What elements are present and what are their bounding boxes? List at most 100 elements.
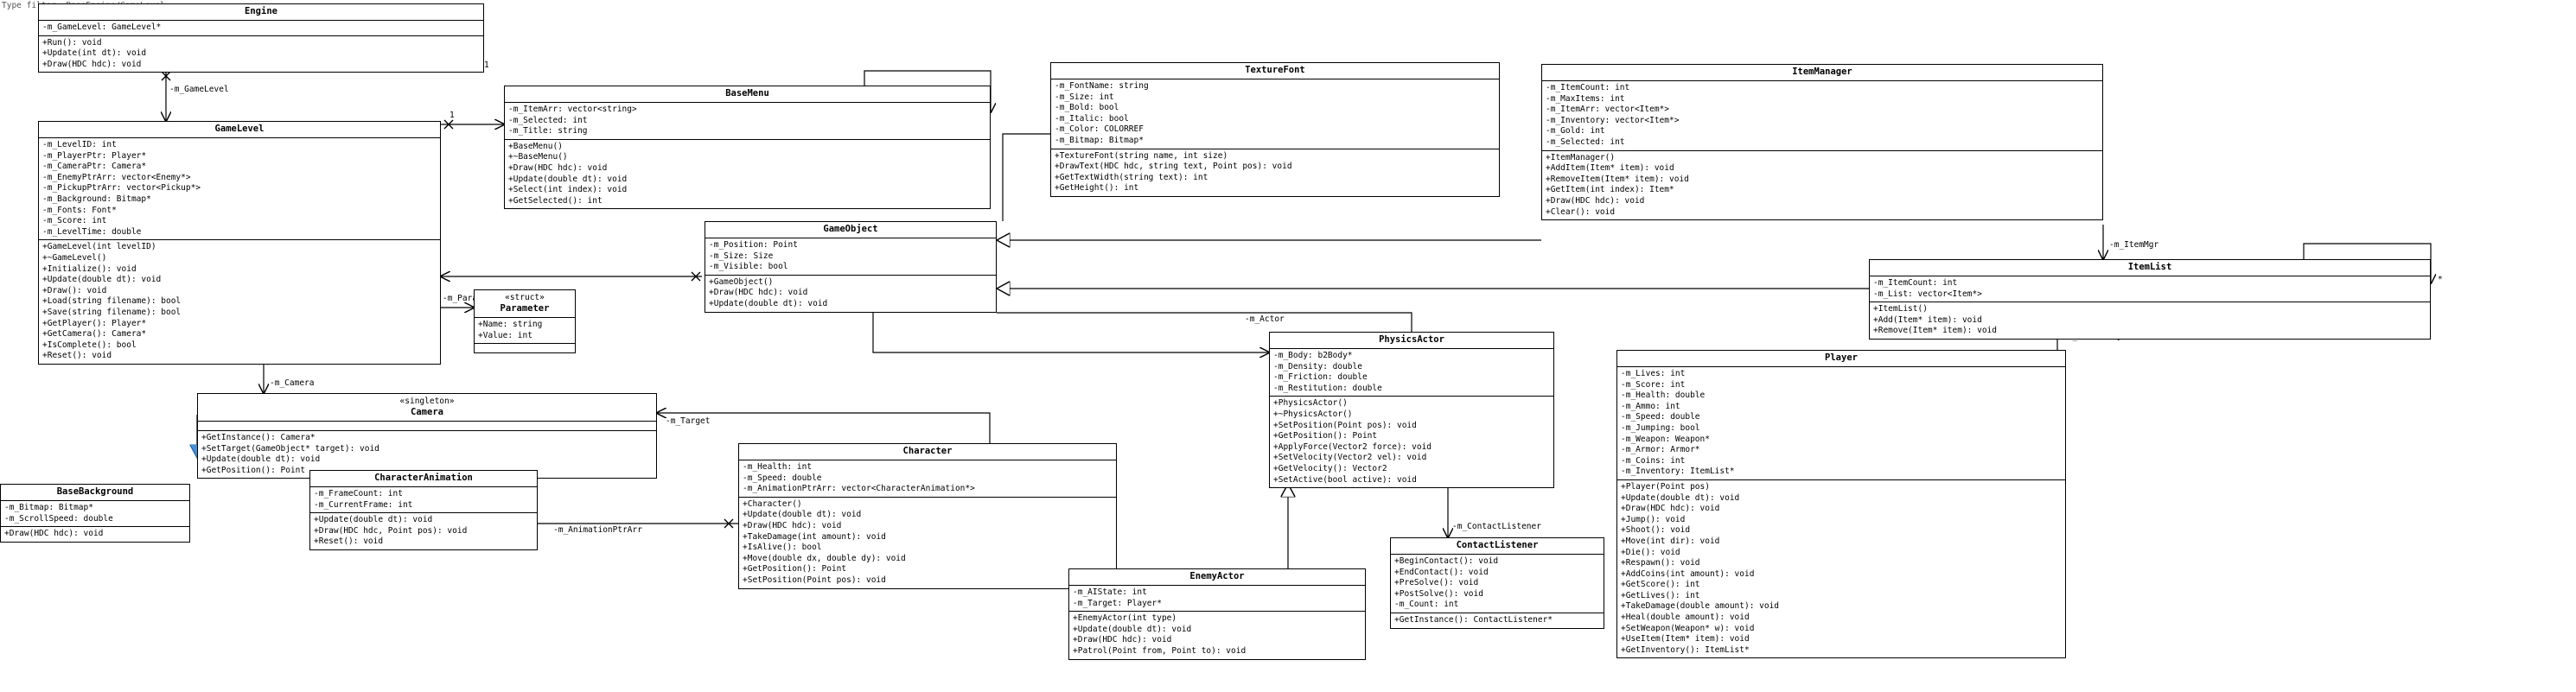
attribute: -m_Bold: bool [1055,103,1119,113]
attribute: -m_ItemCount: int [1546,83,1630,92]
class-basemenu[interactable]: BaseMenu-m_ItemArr: vector<string>-m_Sel… [504,86,991,210]
class-operations: +GetInstance(): ContactListener* [1391,613,1604,628]
operation: +Draw(HDC hdc): void [1073,635,1172,645]
class-operations: +EnemyActor(int type)+Update(double dt):… [1069,612,1365,658]
operation: +Clear(): void [1546,206,1616,217]
operation: +UseItem(Item* item): void [1621,634,1750,644]
class-physactor[interactable]: PhysicsActor-m_Body: b2Body*-m_Density: … [1269,332,1554,489]
attribute: +PreSolve(): void [1394,578,1479,588]
class-operations: +GameLevel(int levelID)+~GameLevel()+Ini… [39,240,440,364]
class-operations: +GameObject()+Draw(HDC hdc): void+Update… [705,276,996,312]
class-name: Engine [245,6,277,16]
operation: +Draw(HDC hdc): void [743,520,842,530]
operation: +Load(string filename): bool [42,296,182,307]
class-operations: +Run(): void+Update(int dt): void+Draw(H… [39,36,483,73]
attribute: -m_List: vector<Item*> [1873,289,1982,299]
attribute: -m_ItemArr: vector<Item*> [1546,105,1669,115]
operation: +SetPosition(Point pos): void [743,575,886,585]
class-attributes: +Name: string+Value: int [475,318,575,345]
class-attributes: -m_AIState: int-m_Target: Player* [1069,586,1365,613]
attribute: -m_Body: b2Body* [1273,351,1353,360]
class-contact[interactable]: ContactListener+BeginContact(): void+End… [1390,537,1604,629]
class-gamelevel[interactable]: GameLevel-m_LevelID: int-m_PlayerPtr: Pl… [38,121,441,365]
operation: +GetCamera(): Camera* [42,329,147,340]
attribute: -m_PickupPtrArr: vector<Pickup*> [42,183,201,194]
attribute: -m_Coins: int [1621,455,1686,466]
operation: +GetHeight(): int [1055,183,1139,194]
attribute: -m_Visible: bool [709,262,788,272]
operation: +ItemManager() [1546,152,1616,162]
attribute: -m_Size: int [1055,92,1114,102]
operation: +GameLevel(int levelID) [42,242,156,252]
class-name: BaseBackground [56,486,134,497]
class-itemlist[interactable]: ItemList-m_ItemCount: int-m_List: vector… [1869,259,2431,340]
class-title: BaseMenu [505,86,990,103]
label-level-camera: -m_Camera [270,378,315,388]
class-enemy[interactable]: EnemyActor-m_AIState: int-m_Target: Play… [1068,568,1366,660]
attribute: -m_Italic: bool [1055,113,1129,124]
attribute: -m_Size: Size [709,251,774,261]
attribute: -m_Background: Bitmap* [42,194,151,204]
operation: +GetInstance(): Camera* [201,433,316,442]
operation: +GetSelected(): int [508,195,603,206]
operation: +Jump(): void [1621,514,1686,524]
attribute: -m_Speed: double [743,473,822,483]
operation: +GetPosition(): Point [201,465,306,475]
class-operations: +Character()+Update(double dt): void+Dra… [739,498,1116,588]
label-level-itemmgr: -m_ItemMgr [2109,240,2159,250]
attribute: -m_Title: string [508,126,588,136]
label-itemlist-self: * [2438,275,2443,284]
operation: +Die(): void [1621,547,1680,557]
class-name: GameObject [823,224,878,234]
class-player[interactable]: Player-m_Lives: int-m_Score: int-m_Healt… [1616,350,2066,659]
class-operations [475,344,575,352]
attribute: +PostSolve(): void [1394,588,1483,599]
attribute: -m_Jumping: bool [1621,422,1700,433]
operation: +Run(): void [42,37,102,48]
operation: +Draw(HDC hdc): void [508,162,608,173]
class-attributes: -m_FrameCount: int-m_CurrentFrame: int [310,487,537,514]
class-char[interactable]: Character-m_Health: int-m_Speed: double-… [738,443,1117,589]
operation: +Draw(HDC hdc, Point pos): void [314,525,468,536]
operation: +RemoveItem(Item* item): void [1546,174,1689,184]
operation: +Move(int dir): void [1621,536,1720,546]
operation: +Heal(double amount): void [1621,613,1750,623]
class-background[interactable]: BaseBackground -m_Bitmap: Bitmap*-m_Scrol… [0,484,190,543]
class-attributes: -m_Health: int-m_Speed: double-m_Animati… [739,460,1116,498]
class-itemmgr[interactable]: ItemManager-m_ItemCount: int-m_MaxItems:… [1541,64,2103,221]
class-attributes: +BeginContact(): void+EndContact(): void… [1391,555,1604,613]
operation: +GetLives(): int [1621,590,1700,600]
class-gameobject[interactable]: GameObject -m_Position: Point-m_Size: Siz… [705,221,997,313]
class-title: TextureFont [1051,63,1499,79]
operation: +GetInventory(): ItemList* [1621,644,1750,655]
class-attributes [198,422,656,431]
class-engine[interactable]: Engine-m_GameLevel: GameLevel*+Run(): vo… [38,3,484,73]
operation: +Remove(Item* item): void [1873,326,1997,336]
class-param[interactable]: «struct»Parameter+Name: string+Value: in… [474,289,576,354]
operation: +Draw(HDC hdc): void [1621,504,1720,514]
attribute: -m_Inventory: ItemList* [1621,467,1735,477]
attribute: -m_Count: int [1394,600,1459,610]
class-texfont[interactable]: TextureFont-m_FontName: string-m_Size: i… [1050,62,1500,197]
operation: +Initialize(): void [42,263,137,274]
class-title: ItemList [1870,260,2430,276]
class-cam[interactable]: «singleton»Camera+GetInstance(): Camera*… [197,393,657,479]
physactor-gameobject-link [997,312,1412,332]
class-attributes: -m_Bitmap: Bitmap*-m_ScrollSpeed: double [1,501,189,528]
attribute: +Value: int [478,330,532,340]
attribute: -m_Position: Point [709,240,798,250]
operation: +~PhysicsActor() [1273,409,1353,419]
operation: +AddCoins(int amount): void [1621,568,1755,579]
attribute: -m_Armor: Armor* [1621,445,1700,455]
operation: +Reset(): void [314,536,384,547]
label-mult-one-a: 1 [450,111,455,120]
operation: +TakeDamage(int amount): void [743,531,886,542]
class-name: BaseMenu [725,88,769,98]
class-stereotype: «struct» [505,293,545,302]
label-cam-char: -m_Target [666,416,711,426]
class-anim[interactable]: CharacterAnimation-m_FrameCount: int-m_C… [309,470,538,550]
operation: +GetPlayer(): Player* [42,318,147,328]
operation: +Update(double dt): void [709,298,828,308]
